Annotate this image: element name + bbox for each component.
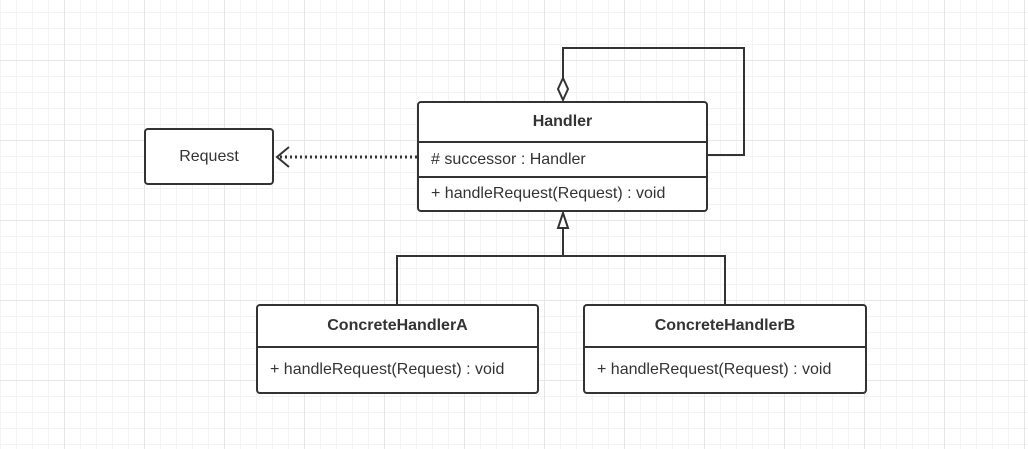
dependency-arrowhead (275, 146, 290, 168)
generalization-line-a (396, 255, 563, 304)
concrete-handler-b-operation: + handleRequest(Request) : void (585, 346, 865, 392)
concrete-handler-b-class[interactable]: ConcreteHandlerB + handleRequest(Request… (583, 304, 867, 394)
concrete-handler-a-operation: + handleRequest(Request) : void (258, 346, 537, 392)
aggregation-diamond (556, 75, 570, 103)
concrete-handler-a-class[interactable]: ConcreteHandlerA + handleRequest(Request… (256, 304, 539, 394)
request-label: Request (179, 147, 239, 165)
generalization-arrowhead (556, 209, 570, 229)
handler-class[interactable]: Handler # successor : Handler + handleRe… (417, 101, 708, 212)
handler-operation: + handleRequest(Request) : void (419, 176, 706, 210)
concrete-handler-b-name: ConcreteHandlerB (654, 317, 796, 334)
handler-class-name: Handler (532, 113, 593, 130)
generalization-line-b (563, 255, 726, 304)
self-association-line (562, 47, 745, 156)
request-class[interactable]: Request (144, 128, 274, 185)
handler-attribute: # successor : Handler (419, 141, 706, 176)
concrete-handler-a-name: ConcreteHandlerA (327, 317, 468, 334)
